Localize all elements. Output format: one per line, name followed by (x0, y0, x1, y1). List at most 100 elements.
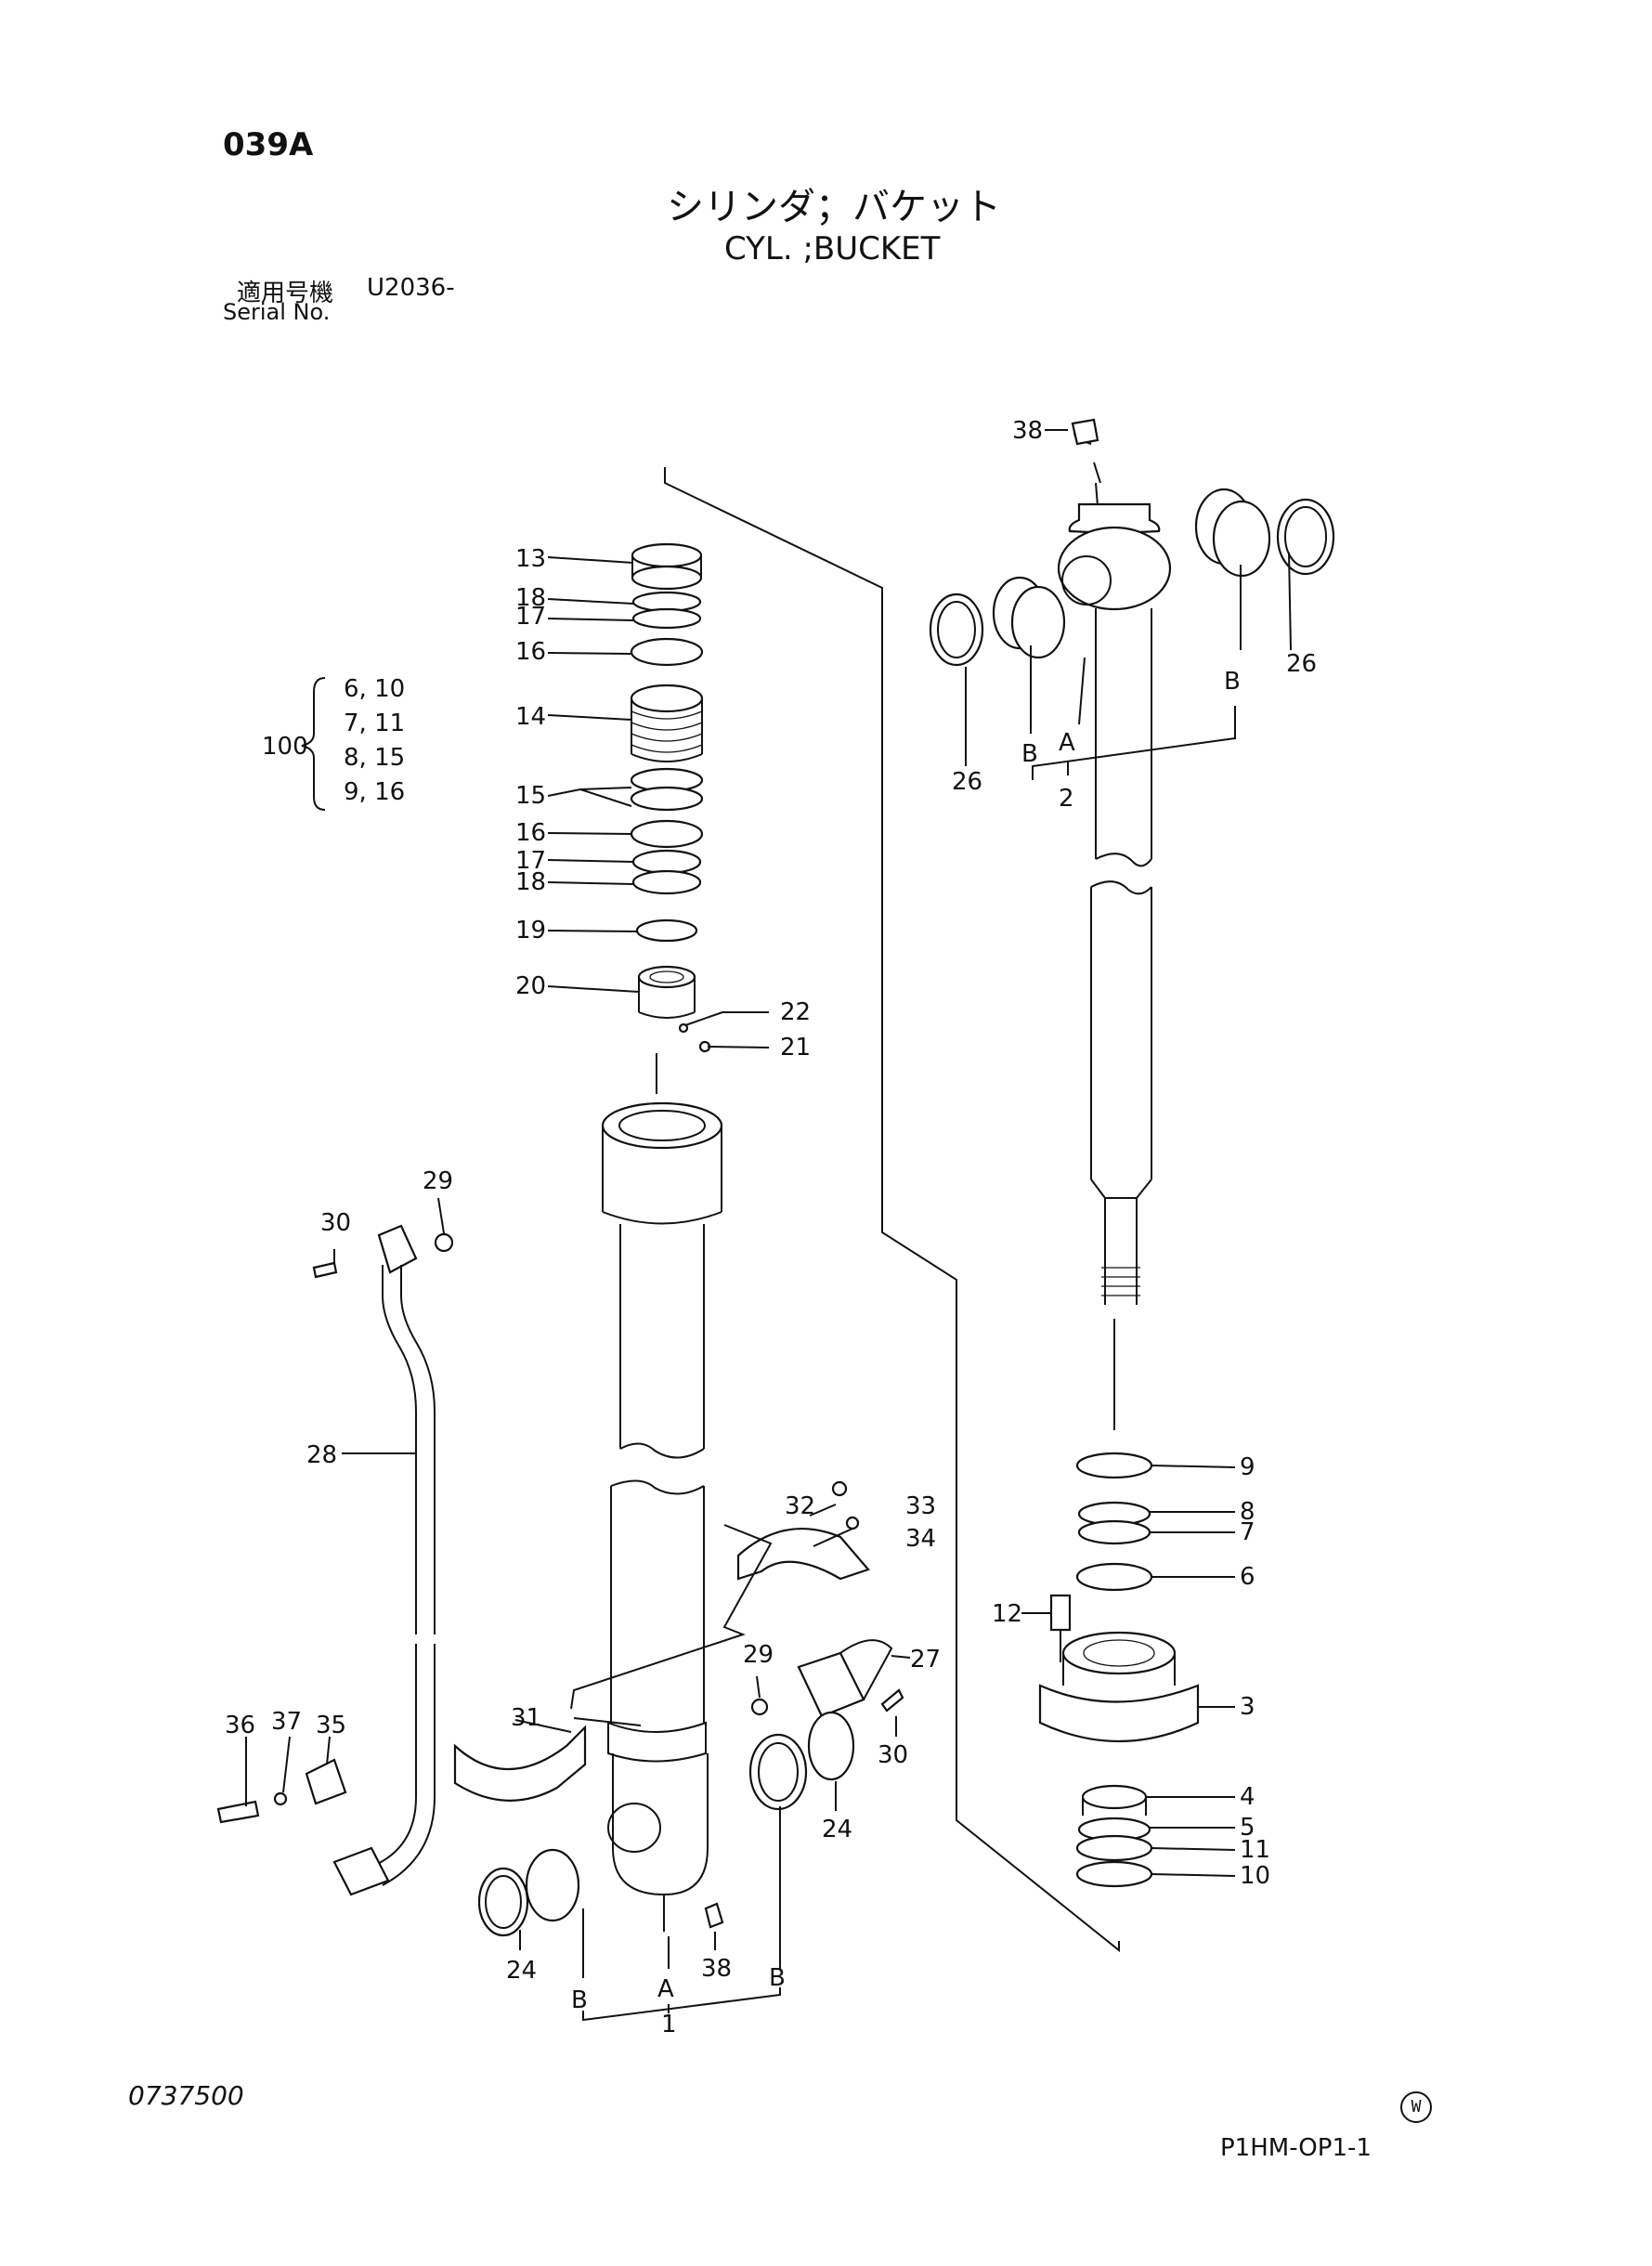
callout-26-right: 26 (1286, 650, 1317, 678)
callout-3: 3 (1240, 1693, 1255, 1721)
page-code: 039A (223, 126, 314, 163)
part-32-clamp (736, 1528, 870, 1581)
callout-20: 20 (515, 972, 546, 1000)
title-english: CYL. ;BUCKET (724, 230, 941, 267)
part-28-pipe (312, 1224, 454, 1896)
callout-12: 12 (992, 1600, 1022, 1628)
callout-30-right: 30 (878, 1741, 908, 1769)
callout-32: 32 (785, 1492, 815, 1520)
callout-28: 28 (306, 1441, 337, 1469)
kit-brace (301, 677, 326, 811)
serial-label-japanese: 適用号機 (237, 280, 334, 307)
callout-a-rod: A (1059, 729, 1075, 757)
part-30-bolt (312, 1261, 338, 1279)
callout-14: 14 (515, 703, 546, 731)
kit-number: 100 (262, 733, 308, 761)
part-38-grease-fitting (704, 1902, 724, 1929)
callout-labels: 13 18 17 16 14 15 16 17 18 19 20 22 21 3… (225, 417, 1317, 2038)
callout-13: 13 (515, 545, 546, 573)
piston-seal-stack (630, 542, 711, 1094)
part-16-o-ring-lower (630, 819, 704, 849)
watermark-mark: W (1400, 2091, 1432, 2123)
part-31-clamp (453, 1725, 587, 1802)
callout-22: 22 (780, 998, 811, 1026)
callout-30-top: 30 (320, 1209, 351, 1237)
part-29-o-ring (434, 1232, 454, 1253)
callout-2: 2 (1059, 785, 1074, 813)
callout-b-tube-left: B (571, 1986, 588, 2014)
callout-18-lower: 18 (515, 868, 546, 896)
part-18-ring-lower (631, 869, 702, 895)
part-10-ring (1075, 1860, 1153, 1888)
part-4-bushing (1081, 1784, 1148, 1810)
part-19-ring (635, 918, 698, 943)
callout-11: 11 (1240, 1836, 1270, 1864)
callout-34: 34 (905, 1525, 936, 1553)
part-17-ring (631, 607, 702, 630)
callout-16: 16 (515, 638, 546, 666)
callout-17-lower: 17 (515, 847, 546, 875)
assembly-outline (664, 467, 1120, 1953)
callout-38-bottom: 38 (701, 1955, 732, 1983)
callout-38-top: 38 (1012, 417, 1043, 445)
part-12-bolt (1049, 1594, 1072, 1632)
piston-rod (1057, 482, 1172, 1430)
part-17-ring-lower (631, 849, 702, 875)
part-22-ball (678, 1022, 689, 1034)
callout-9: 9 (1240, 1453, 1255, 1481)
part-27-flange (797, 1651, 865, 1718)
part-37-washer (273, 1791, 288, 1806)
callout-31: 31 (511, 1704, 541, 1732)
cylinder-tube (601, 1101, 723, 1932)
part-13-bushing (631, 542, 703, 568)
callout-24-right: 24 (822, 1816, 852, 1843)
callout-19: 19 (515, 917, 546, 944)
serial-number-value: U2036- (367, 274, 455, 302)
callout-1: 1 (661, 2011, 677, 2038)
kit-row-2: 7, 11 (344, 710, 405, 737)
callout-33: 33 (905, 1492, 936, 1520)
callout-27: 27 (910, 1646, 941, 1673)
callout-26-left: 26 (952, 768, 982, 796)
part-9-seal (1075, 1452, 1153, 1479)
part-38-grease-fitting-top (1071, 418, 1099, 446)
part-7-ring (1077, 1519, 1151, 1545)
callout-4: 4 (1240, 1783, 1255, 1811)
callout-21: 21 (780, 1034, 811, 1061)
callout-29-right: 29 (743, 1641, 774, 1669)
part-36-bolt (216, 1800, 260, 1824)
clamp-parts (216, 1480, 904, 1824)
title-japanese: シリンダ；バケット (667, 186, 1001, 228)
page-reference: P1HM-OP1-1 (1220, 2134, 1372, 2162)
cylinder-head-assembly (1038, 1452, 1200, 1888)
part-16-o-ring (630, 637, 704, 667)
tube-pivot-bushings (477, 418, 1099, 1937)
part-6-seal (1075, 1562, 1153, 1592)
callout-7: 7 (1240, 1518, 1255, 1546)
leader-lines (245, 429, 1292, 2022)
callout-24-left: 24 (506, 1957, 537, 1985)
callout-29-top: 29 (423, 1167, 453, 1195)
callout-35: 35 (316, 1712, 346, 1739)
callout-5: 5 (1240, 1814, 1255, 1842)
callout-6: 6 (1240, 1563, 1255, 1591)
part-30-bolt-right (880, 1688, 904, 1713)
callout-a-tube: A (657, 1975, 674, 2003)
part-11-ring (1075, 1834, 1153, 1862)
kit-row-4: 9, 16 (344, 778, 405, 806)
callout-8: 8 (1240, 1498, 1255, 1526)
part-14-piston (630, 684, 704, 713)
callout-10: 10 (1240, 1862, 1270, 1890)
callout-15: 15 (515, 782, 546, 810)
callout-b-tube-right: B (769, 1964, 786, 1992)
kit-row-3: 8, 15 (344, 744, 405, 772)
callout-37: 37 (271, 1708, 302, 1736)
serial-label-english: Serial No. (223, 299, 331, 325)
callout-b-rod-right: B (1224, 668, 1241, 696)
document-number: 0737500 (128, 2080, 244, 2111)
part-20-nut (637, 965, 696, 989)
callout-17: 17 (515, 603, 546, 631)
callout-16-lower: 16 (515, 819, 546, 847)
callout-b-rod-left: B (1021, 740, 1038, 768)
